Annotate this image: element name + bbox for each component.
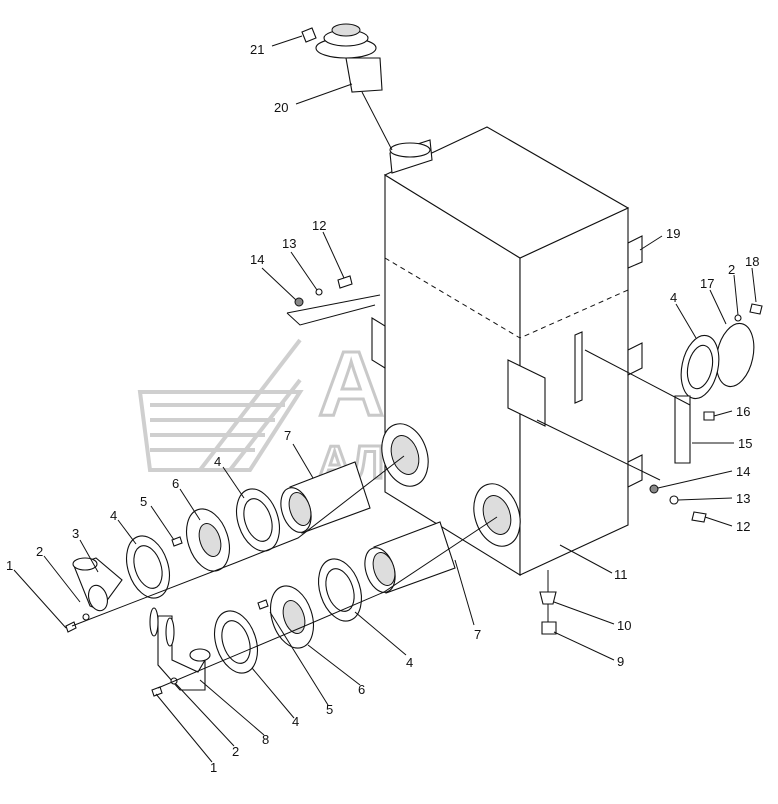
callout-7: 7 <box>284 428 291 443</box>
callout-4: 4 <box>214 454 221 469</box>
leader-lines <box>13 35 757 763</box>
callouts: 21 20 12 13 14 19 18 2 17 4 16 15 14 13 … <box>6 42 759 775</box>
callout-16: 16 <box>736 404 750 419</box>
watermark-logo <box>137 338 304 472</box>
callout-4: 4 <box>670 290 677 305</box>
callout-3: 3 <box>72 526 79 541</box>
callout-9: 9 <box>617 654 624 669</box>
callout-12: 12 <box>736 519 750 534</box>
gasket-right <box>680 334 720 400</box>
lug-19 <box>627 235 643 269</box>
callout-11: 11 <box>614 567 628 582</box>
gasket-lower-a <box>318 558 362 622</box>
callout-1: 1 <box>210 760 217 775</box>
callout-1: 1 <box>6 558 13 573</box>
gasket-upper-a <box>236 488 280 552</box>
tank-port-lower <box>473 483 521 547</box>
callout-18: 18 <box>745 254 759 269</box>
callout-2: 2 <box>232 744 239 759</box>
flange-upper <box>186 508 230 572</box>
fasteners <box>65 275 763 697</box>
flange-lower <box>270 585 314 649</box>
strap-right <box>574 331 583 404</box>
callout-12: 12 <box>312 218 326 233</box>
callout-21: 21 <box>250 42 264 57</box>
callout-2: 2 <box>728 262 735 277</box>
pipe-upper <box>280 461 371 534</box>
gasket-upper-b <box>126 535 170 599</box>
callout-14: 14 <box>250 252 264 267</box>
bracket-front <box>507 359 546 427</box>
callout-6: 6 <box>358 682 365 697</box>
manifold-fitting <box>149 607 211 691</box>
bracket-left <box>371 317 386 369</box>
filler-cap <box>301 23 393 151</box>
callout-4: 4 <box>406 655 413 670</box>
tank-port-upper <box>381 423 429 487</box>
callout-13: 13 <box>736 491 750 506</box>
assembly-lines <box>71 294 691 689</box>
callout-10: 10 <box>617 618 631 633</box>
callout-7: 7 <box>474 627 481 642</box>
callout-15: 15 <box>738 436 752 451</box>
strap-15 <box>674 395 691 464</box>
callout-5: 5 <box>326 702 333 717</box>
callout-2: 2 <box>36 544 43 559</box>
callout-19: 19 <box>666 226 680 241</box>
callout-13: 13 <box>282 236 296 251</box>
callout-4: 4 <box>292 714 299 729</box>
tank-body <box>371 126 643 635</box>
pipe-lower <box>364 521 456 594</box>
callout-20: 20 <box>274 100 288 115</box>
gasket-lower-b <box>214 610 258 674</box>
callout-8: 8 <box>262 732 269 747</box>
callout-17: 17 <box>700 276 714 291</box>
callout-4: 4 <box>110 508 117 523</box>
callout-6: 6 <box>172 476 179 491</box>
callout-5: 5 <box>140 494 147 509</box>
callout-14: 14 <box>736 464 750 479</box>
elbow-fitting <box>72 557 123 612</box>
